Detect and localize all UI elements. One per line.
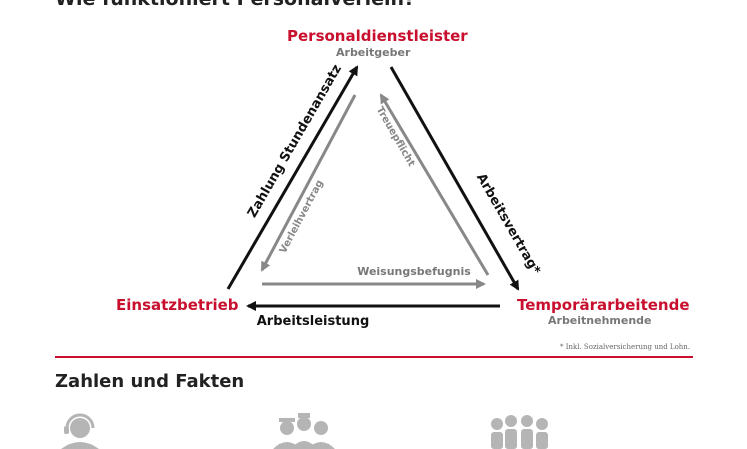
arrow-verleihvertrag xyxy=(260,94,357,272)
label-arbeitsvertrag: Arbeitsvertrag* xyxy=(473,171,543,278)
arrow-arbeitsvertrag xyxy=(389,66,520,291)
label-arbeitsleistung: Arbeitsleistung xyxy=(257,314,370,329)
crowd-icon xyxy=(491,415,548,449)
label-treuepflicht: Treuepflicht xyxy=(374,105,417,169)
node-einsatzbetrieb-title: Einsatzbetrieb xyxy=(116,296,239,314)
arrow-zahlung xyxy=(226,65,359,290)
facts-title: Zahlen und Fakten xyxy=(55,371,245,392)
node-personaldienstleister-subtitle: Arbeitgeber xyxy=(336,46,411,59)
workers-group-icon xyxy=(273,413,335,449)
arrow-treuepflicht xyxy=(379,93,490,276)
headset-person-icon xyxy=(61,413,99,449)
section-divider xyxy=(55,356,693,358)
relationship-diagram: Zahlung Stundenansatz Arbeitsvertrag* Ar… xyxy=(226,62,543,329)
node-temporaerarbeitende-subtitle: Arbeitnehmende xyxy=(548,314,652,327)
page-title: Wie funktioniert Personalverleih? xyxy=(55,0,415,10)
node-personaldienstleister-title: Personaldienstleister xyxy=(287,27,468,45)
footnote: * Inkl. Sozialversicherung und Lohn. xyxy=(560,343,691,351)
node-temporaerarbeitende-title: Temporärarbeitende xyxy=(517,296,690,314)
label-weisungsbefugnis: Weisungsbefugnis xyxy=(357,265,471,278)
